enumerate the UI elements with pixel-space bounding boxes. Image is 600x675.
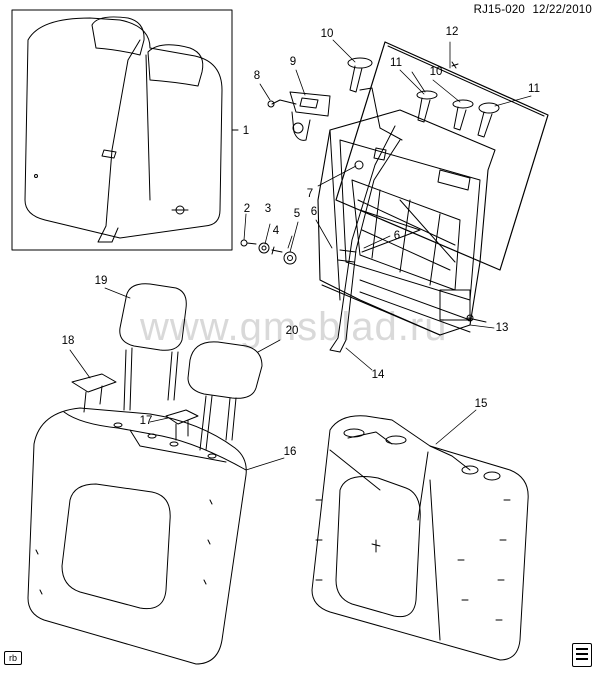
callout-8: 8 [253, 70, 261, 82]
callout-17: 17 [139, 415, 153, 427]
callout-11a: 11 [390, 57, 402, 69]
callout-6b: 6 [393, 230, 401, 242]
callout-7: 7 [306, 188, 314, 200]
latch-bracket [267, 91, 331, 141]
back-panel [335, 41, 549, 271]
callout-10a: 10 [320, 28, 334, 40]
headrest-20 [187, 341, 263, 451]
inset-box [11, 9, 239, 251]
callout-20: 20 [285, 325, 299, 337]
seat-belt-strap [329, 87, 403, 353]
headrest-guides [71, 373, 199, 441]
callout-6a: 6 [310, 206, 318, 218]
callout-15: 15 [474, 398, 488, 410]
callout-11b: 11 [528, 83, 540, 95]
callout-3: 3 [264, 203, 272, 215]
callout-9: 9 [289, 56, 297, 68]
callout-2: 2 [243, 203, 251, 215]
diagram-header: RJ15-020 12/22/2010 [470, 4, 592, 16]
leader-lines [69, 39, 532, 471]
callout-14: 14 [371, 369, 385, 381]
seatback-frame [317, 109, 496, 336]
headrest-19 [119, 283, 187, 411]
document-icon [572, 643, 592, 667]
callout-19: 19 [94, 275, 108, 287]
corner-tag: rb [4, 651, 23, 665]
fasteners [347, 57, 500, 138]
diagram-date: 12/22/2010 [532, 4, 592, 16]
callout-10b: 10 [429, 66, 443, 78]
callout-1: 1 [242, 125, 250, 137]
callout-16: 16 [283, 446, 297, 458]
diagram-code: RJ15-020 [473, 4, 526, 16]
seatback-cover-16 [27, 407, 247, 665]
callout-4: 4 [272, 225, 280, 237]
callout-18: 18 [61, 335, 75, 347]
small-hardware [240, 160, 364, 265]
seatback-cover-15 [311, 415, 529, 661]
callout-13: 13 [495, 322, 509, 334]
callout-12: 12 [445, 26, 459, 38]
callout-5: 5 [293, 208, 301, 220]
